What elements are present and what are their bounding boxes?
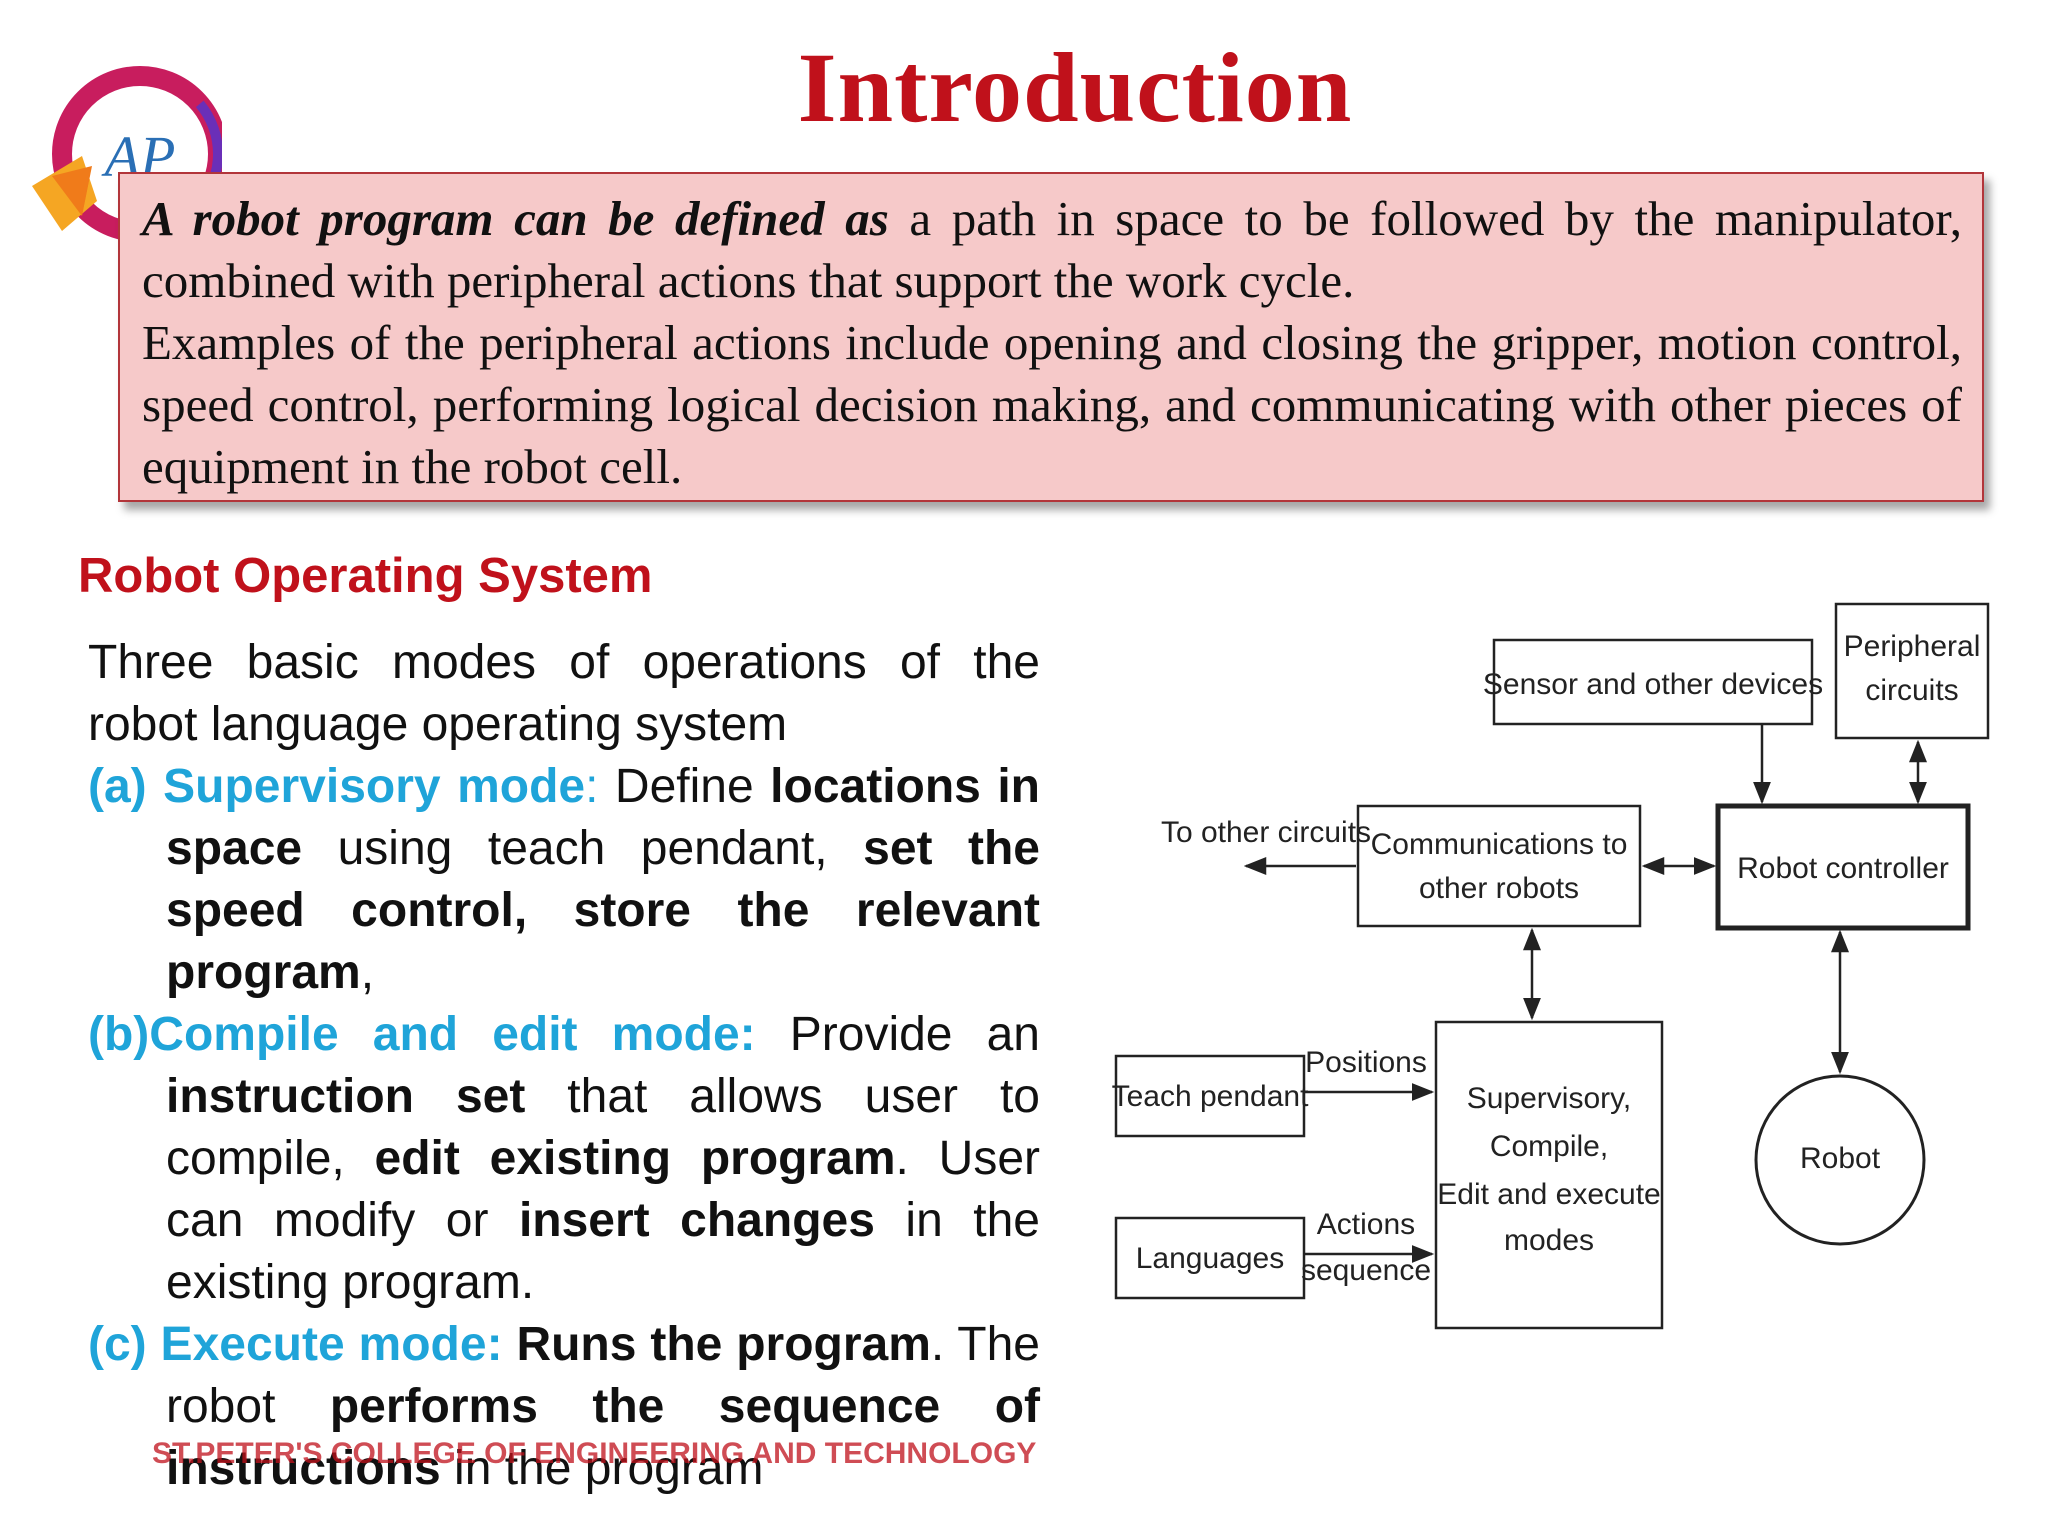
definition-text: a path in space to be followed by the ma… [142,191,1962,308]
definition-examples: Examples of the peripheral actions inclu… [142,315,1962,494]
languages-box [1114,1216,1306,1300]
mode-b-text: in the existing program. [166,1194,1040,1309]
peripheral-label: Peripheral [1844,630,1981,663]
robot-circle [1754,1074,1926,1246]
section-heading: Robot Operating System [78,549,653,603]
modes-label: modes [1504,1224,1594,1257]
modes-label: Edit and execute [1437,1178,1661,1211]
to-other-label: To other circuits [1161,816,1371,849]
mode-a-colon: : [585,760,599,813]
mode-c-bold: Runs the program [516,1318,931,1371]
comm-label: other robots [1419,872,1579,905]
sensor-label: Sensor and other devices [1483,668,1823,701]
mode-b-text: Provide an [755,1008,1040,1061]
modes-box [1434,1020,1664,1330]
mode-c-text: . The robot [166,1318,1040,1433]
modes-list: Three basic modes of operations of the r… [88,632,1040,1500]
actions-label: Actions [1317,1208,1415,1241]
peripheral-box [1834,602,1990,740]
mode-c-bold: performs the sequence of instructions [166,1380,1040,1495]
mode-a-bold: locations in space [166,760,1040,875]
actions-label: sequence [1301,1254,1431,1287]
modes-label: Compile, [1490,1130,1608,1163]
mode-b-bold: edit existing program [374,1132,896,1185]
mode-c: (c) Execute mode: Runs the program. The … [88,1314,1040,1500]
definition-box: A robot program can be defined as a path… [118,172,1984,502]
definition-sentence-1: A robot program can be defined as a path… [142,188,1962,312]
mode-b: (b)Compile and edit mode: Provide an ins… [88,1004,1040,1314]
mode-a: (a) Supervisory mode: Define locations i… [88,756,1040,1004]
slide-title: Introduction [797,32,1353,143]
modes-intro: Three basic modes of operations of the r… [88,636,1040,751]
mode-c-tag: (c) Execute mode: [88,1318,503,1371]
languages-label: Languages [1136,1242,1284,1275]
mode-b-tag: (b)Compile and edit mode: [88,1008,756,1061]
mode-a-bold: set the speed control, store the relevan… [166,822,1040,999]
comm-label: Communications to [1371,828,1628,861]
mode-b-bold: insert changes [518,1194,875,1247]
mode-a-text: Define [598,760,771,813]
controller-label: Robot controller [1737,852,1949,885]
positions-label: Positions [1305,1046,1427,1079]
footer-college-name: ST.PETER'S COLLEGE OF ENGINEERING AND TE… [152,1437,1037,1470]
mode-a-text: using teach pendant, [302,822,864,875]
mode-c-text [503,1318,517,1371]
definition-lead: A robot program can be defined as [142,191,889,246]
mode-b-text: . User can modify or [166,1132,1040,1247]
controller-box [1715,803,1971,931]
peripheral-label: circuits [1865,674,1958,707]
sensor-box [1492,638,1814,726]
communications-box [1356,804,1642,928]
mode-c-text: in the program [440,1442,764,1495]
mode-a-text: , [360,946,375,999]
mode-b-text: that allows user to compile, [166,1070,1040,1185]
mode-a-tag: (a) Supervisory mode [88,760,586,813]
teach-pendant-box [1114,1054,1306,1138]
robot-label: Robot [1800,1142,1881,1175]
teach-pendant-label: Teach pendant [1112,1080,1309,1113]
mode-b-bold: instruction set [166,1070,526,1123]
modes-label: Supervisory, [1467,1082,1632,1115]
robot-os-diagram: Sensor and other devices Peripheral circ… [1112,602,1990,1330]
